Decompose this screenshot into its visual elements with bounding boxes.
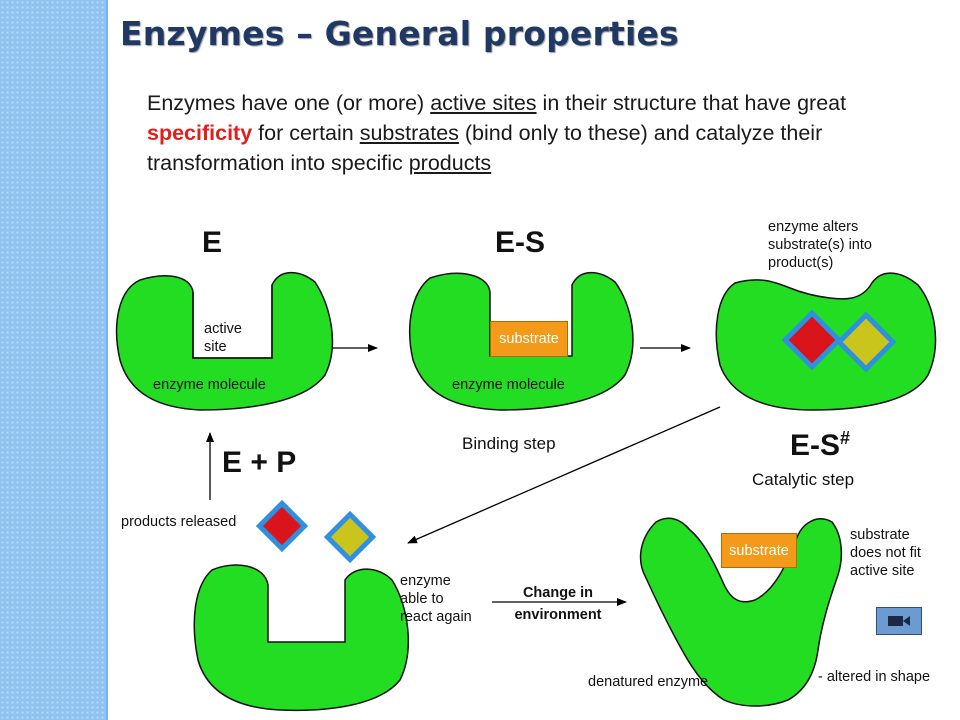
catalytic-step-label: Catalytic step bbox=[752, 470, 855, 489]
altered-shape-label: - altered in shape bbox=[818, 669, 931, 685]
stage-label-e: E bbox=[202, 226, 223, 259]
product-yellow-diamond-2 bbox=[323, 510, 377, 564]
stage-label-ep: E + P bbox=[222, 446, 297, 479]
product-red-diamond-2 bbox=[255, 499, 309, 553]
term-specificity: specificity bbox=[147, 121, 253, 145]
intro-text-3: for certain bbox=[252, 121, 360, 145]
slide-title: Enzymes – General properties bbox=[120, 14, 679, 53]
product-red-diamond-1 bbox=[781, 309, 843, 371]
intro-text-1: Enzymes have one (or more) bbox=[147, 91, 431, 115]
product-yellow-diamond-1 bbox=[835, 311, 897, 373]
video-camera-icon[interactable] bbox=[876, 607, 922, 635]
intro-paragraph: Enzymes have one (or more) active sites … bbox=[147, 88, 937, 178]
intro-text-4: (bind only to these) and catalyze their … bbox=[147, 121, 823, 175]
denatured-enzyme-label: denatured enzyme bbox=[588, 674, 709, 690]
decorative-sidebar bbox=[0, 0, 108, 720]
stage-label-es: E-S bbox=[495, 226, 546, 259]
enzyme-molecule-label-1: enzyme molecule bbox=[153, 377, 266, 393]
arrow-es-sharp-to-ep bbox=[407, 406, 721, 544]
stage-label-es-sharp: E-S# bbox=[790, 428, 851, 462]
intro-text-2: in their structure that have great bbox=[536, 91, 847, 115]
enzyme-molecule-label-2: enzyme molecule bbox=[452, 377, 565, 393]
products-released-label: products released bbox=[121, 514, 237, 530]
substrate-box-2: substrate bbox=[721, 533, 797, 568]
term-products: products bbox=[408, 151, 492, 175]
term-active-sites: active sites bbox=[430, 91, 537, 115]
binding-step-label: Binding step bbox=[462, 434, 556, 453]
term-substrates: substrates bbox=[359, 121, 459, 145]
substrate-box-1: substrate bbox=[490, 321, 568, 357]
enzyme-free-shape bbox=[193, 564, 410, 712]
